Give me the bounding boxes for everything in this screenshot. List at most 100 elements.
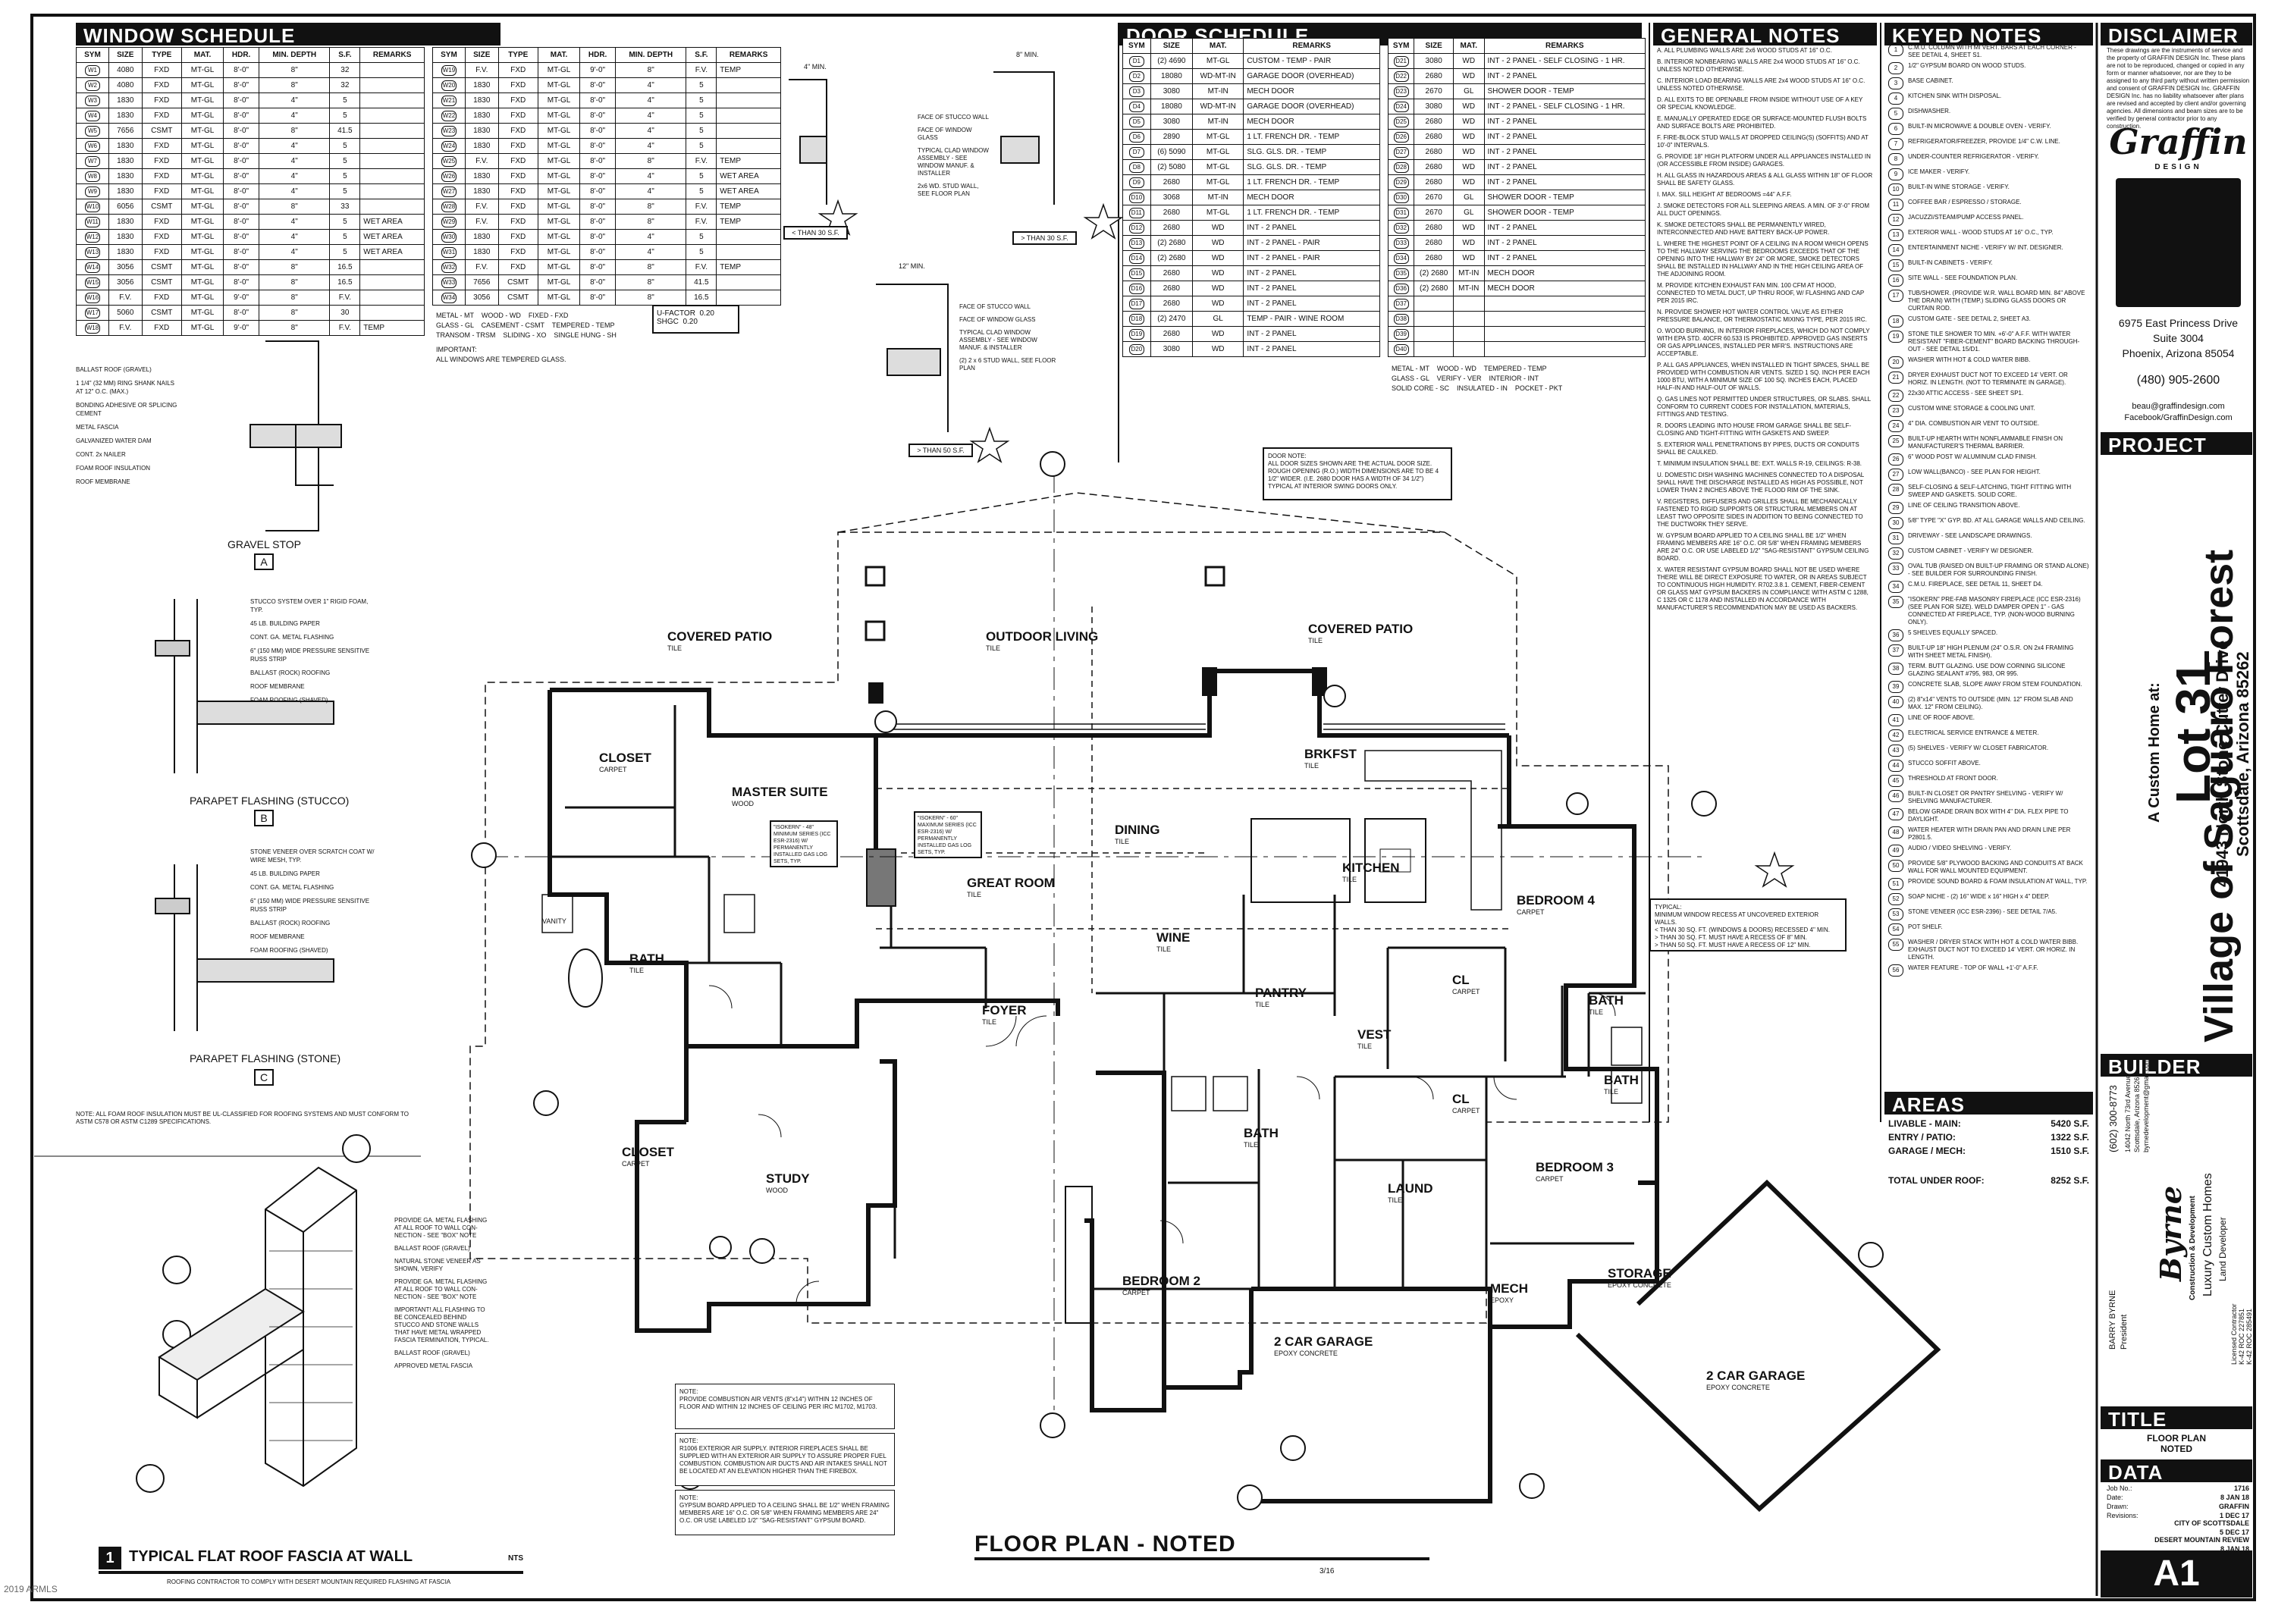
general-note: A. ALL PLUMBING WALLS ARE 2x6 WOOD STUDS… [1657, 47, 1832, 54]
keyed-note-text: ENTERTAINMENT NICHE - VERIFY W/ INT. DES… [1908, 244, 2063, 251]
graffin-logo-text: Graffin [2109, 121, 2248, 162]
schedule-cell: 8" [259, 77, 331, 93]
schedule-cell: MT-GL [180, 244, 224, 260]
schedule-cell: FXD [497, 62, 538, 78]
schedule-cell: INT - 2 PANEL - SELF CLOSING - 1 HR. [1483, 99, 1646, 114]
schedule-cell: INT - 2 PANEL - PAIR [1243, 235, 1380, 251]
schedule-cell: 4" [615, 123, 687, 139]
schedule-cell: 8" [259, 199, 331, 215]
title-block-title: TITLE [2101, 1406, 2252, 1431]
schedule-header-cell: MAT. [1453, 38, 1485, 54]
schedule-symbol: W29 [441, 216, 457, 227]
general-note: Q. GAS LINES NOT PERMITTED UNDER STRUCTU… [1657, 396, 1871, 418]
schedule-cell: MT-GL [1192, 144, 1244, 160]
schedule-cell: FXD [141, 62, 182, 78]
schedule-cell: MECH DOOR [1243, 83, 1380, 99]
schedule-cell: FXD [141, 214, 182, 230]
schedule-cell: D36 [1387, 281, 1415, 296]
schedule-cell: 5 [329, 183, 361, 199]
min12-label: 12" MIN. [899, 262, 925, 270]
schedule-symbol: D13 [1128, 237, 1144, 249]
room-floor-finish: TILE [629, 967, 645, 974]
schedule-cell: WD [1192, 250, 1244, 266]
schedule-cell: W23 [432, 123, 466, 139]
schedule-cell: 1830 [464, 123, 499, 139]
schedule-cell: F.V. [108, 290, 143, 306]
general-note: V. REGISTERS, DIFFUSERS AND GRILLES SHAL… [1657, 498, 1863, 528]
schedule-cell: W30 [432, 229, 466, 245]
schedule-symbol: D19 [1128, 328, 1144, 340]
schedule-cell: MT-IN [1453, 281, 1485, 296]
sheet-border [30, 14, 2256, 1601]
ufactor-box: U-FACTOR 0.20 SHGC 0.20 [652, 305, 739, 334]
keyed-note-text: STONE TILE SHOWER TO MIN. +6'-0" A.F.F. … [1908, 331, 2080, 353]
graffin-address-1: 6975 East Princess Drive [2118, 317, 2239, 329]
schedule-symbol: W24 [441, 140, 457, 152]
schedule-cell: FXD [141, 138, 182, 154]
schedule-cell: 5 [329, 168, 361, 184]
schedule-symbol: D22 [1393, 71, 1409, 82]
schedule-cell: MT-GL [180, 153, 224, 169]
schedule-cell: D17 [1122, 296, 1151, 312]
schedule-symbol: D20 [1128, 343, 1144, 355]
schedule-cell: 1830 [464, 138, 499, 154]
schedule-cell: FXD [141, 77, 182, 93]
schedule-cell: 1830 [108, 183, 143, 199]
schedule-cell: MT-GL [537, 183, 581, 199]
schedule-cell [1414, 311, 1454, 327]
keyed-note-number: 27 [1888, 469, 1903, 481]
schedule-cell: MT-GL [180, 62, 224, 78]
schedule-symbol: D29 [1393, 177, 1409, 188]
schedule-cell: CSMT [141, 259, 182, 275]
schedule-header-cell: SIZE [464, 47, 499, 63]
detail-b-tag: B [254, 810, 274, 826]
keyed-note-number: 24 [1888, 420, 1903, 432]
general-note: R. DOORS LEADING INTO HOUSE FROM GARAGE … [1657, 422, 1852, 437]
typical-note-box: TYPICAL: MINIMUM WINDOW RECESS AT UNCOVE… [1649, 898, 1847, 952]
general-note: X. WATER RESISTANT GYPSUM BOARD SHALL NO… [1657, 566, 1869, 611]
schedule-cell: 4" [615, 244, 687, 260]
data-row: Drawn:GRAFFIN [2107, 1503, 2249, 1510]
schedule-symbol: W1 [84, 64, 100, 76]
schedule-cell [1414, 341, 1454, 357]
data-label: Drawn: [2107, 1503, 2129, 1510]
room-floor-finish: WOOD [732, 800, 754, 807]
schedule-cell: CSMT [141, 305, 182, 321]
schedule-cell: 2680 [1150, 296, 1194, 312]
schedule-cell: 4" [259, 153, 331, 169]
schedule-symbol: D34 [1393, 252, 1409, 264]
areas-total-value: 8252 S.F. [2051, 1175, 2089, 1186]
keyed-note-number: 22 [1888, 390, 1903, 402]
builder-tag-1: Luxury Custom Homes [2201, 1173, 2214, 1296]
keyed-note-number: 1 [1888, 44, 1903, 56]
schedule-cell: FXD [141, 290, 182, 306]
schedule-cell [716, 108, 781, 124]
schedule-cell [716, 123, 781, 139]
data-value: 8 JAN 18 [2220, 1494, 2249, 1501]
schedule-symbol: W31 [441, 246, 457, 258]
schedule-symbol: W21 [441, 95, 457, 106]
schedule-cell: FXD [497, 199, 538, 215]
room-floor-finish: TILE [1308, 637, 1323, 644]
door-note-box: DOOR NOTE: ALL DOOR SIZES SHOWN ARE THE … [1263, 447, 1452, 500]
schedule-cell: MT-GL [537, 92, 581, 108]
schedule-symbol: D16 [1128, 283, 1144, 294]
schedule-cell: MT-GL [537, 214, 581, 230]
graffin-phone: (480) 905-2600 [2136, 374, 2220, 387]
general-note: C. INTERIOR LOAD BEARING WALLS ARE 2x4 W… [1657, 77, 1866, 92]
detail-note: STUCCO SYSTEM OVER 1" RIGID FOAM, TYP. [250, 598, 369, 613]
schedule-cell: 8'-0" [223, 77, 260, 93]
footer-mark: 2019 ARMLS [4, 1584, 58, 1594]
schedule-cell: 8'-0" [579, 123, 617, 139]
